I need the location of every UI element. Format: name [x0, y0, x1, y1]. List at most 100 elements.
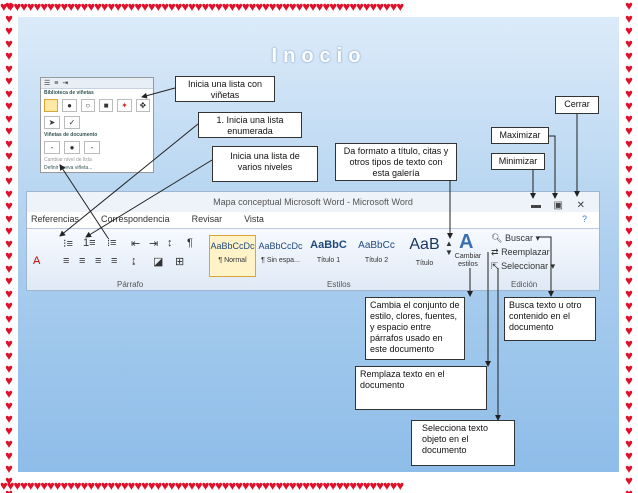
callout-vinetas: Inicia una lista con viñetas: [175, 76, 275, 102]
document-bullets-heading: Viñetas de documento: [44, 132, 98, 138]
arrow-enumerada: [59, 123, 199, 237]
bottom-heart-border: ♥♥♥♥♥♥♥♥♥♥♥♥♥♥♥♥♥♥♥♥♥♥♥♥♥♥♥♥♥♥♥♥♥♥♥♥♥♥♥♥…: [0, 479, 404, 493]
bullet-none-option[interactable]: [44, 99, 59, 112]
increase-indent-icon[interactable]: ⇥: [149, 238, 159, 250]
style-sin-espacio-sample: AaBbCcDc: [258, 241, 303, 251]
style-titulo[interactable]: AaB Título: [401, 235, 448, 277]
group-parrafo-label: Párrafo: [117, 280, 144, 289]
change-styles-label[interactable]: Cambiar estilos: [454, 253, 482, 268]
style-titulo-2-name: Título 2: [364, 257, 389, 264]
shading-icon[interactable]: ◪: [153, 256, 164, 268]
bullet-check-option[interactable]: ✓: [64, 116, 80, 129]
callout-cerrar: Cerrar: [555, 96, 599, 114]
justify-icon[interactable]: ≡: [111, 255, 118, 267]
style-sin-espacio-name: ¶ Sin espa...: [261, 257, 300, 264]
callout-minimizar: Minimizar: [491, 153, 545, 170]
style-titulo-1-sample: AaBbC: [310, 239, 347, 251]
help-icon[interactable]: ?: [581, 214, 587, 224]
callout-busca: Busca texto u otro contenido en el docum…: [504, 297, 596, 341]
style-titulo-1[interactable]: AaBbC Título 1: [305, 235, 352, 277]
bullet-circle-option[interactable]: ○: [80, 99, 95, 112]
tab-correspondencia[interactable]: Correspondencia: [101, 214, 170, 224]
bullet-library-thumbnail: ☰≡⇥ Biblioteca de viñetas ● ○ ■ ✦ ✥ ➤ ✓ …: [40, 77, 154, 173]
close-icon[interactable]: ✕: [576, 200, 585, 211]
bullet-row: ● ○ ■ ✦ ✥: [41, 97, 153, 114]
bullet-library-heading: Biblioteca de viñetas: [44, 90, 94, 96]
buscar-button[interactable]: 🔍︎ Buscar ▾: [491, 233, 540, 243]
arrow-niveles: [85, 159, 213, 238]
document-bullet-row: - ● -: [41, 139, 153, 156]
reemplazar-button[interactable]: ⇄ Reemplazar: [491, 247, 550, 258]
style-titulo-1-name: Título 1: [316, 257, 341, 264]
arrow-bullet-panel: [59, 164, 109, 239]
callout-niveles: Inicia una lista de varios niveles: [212, 146, 318, 182]
bullet-move-option[interactable]: ✥: [135, 99, 150, 112]
style-sin-espacio[interactable]: AaBbCcDc ¶ Sin espa...: [257, 235, 304, 277]
align-center-icon[interactable]: ≡: [79, 255, 86, 267]
sort-icon[interactable]: ↕: [167, 237, 173, 249]
bullets-icon: ☰: [44, 80, 51, 87]
style-titulo-2-sample: AaBbCc: [358, 240, 395, 251]
numbering-icon: ≡: [54, 79, 59, 87]
change-level-item[interactable]: Cambiar nivel de lista: [44, 157, 92, 163]
styles-scroll-icon[interactable]: ▲▼: [445, 239, 453, 257]
borders-icon[interactable]: ⊞: [175, 256, 185, 268]
doc-bullet-dash-2[interactable]: -: [84, 141, 100, 154]
minimize-icon[interactable]: ▬: [531, 200, 541, 211]
numbering-button-icon[interactable]: 1≡: [83, 237, 96, 249]
callout-maximizar: Maximizar: [491, 127, 549, 144]
doc-bullet-dot[interactable]: ●: [64, 141, 80, 154]
multilevel-button-icon[interactable]: ⁞≡: [107, 237, 117, 249]
ribbon-tabs: Referencias Correspondencia Revisar Vist…: [27, 212, 599, 227]
top-heart-border: ♥♥♥♥♥♥♥♥♥♥♥♥♥♥♥♥♥♥♥♥♥♥♥♥♥♥♥♥♥♥♥♥♥♥♥♥♥♥♥♥…: [0, 0, 404, 14]
maximize-icon[interactable]: ▣: [553, 200, 563, 211]
style-normal-sample: AaBbCcDc: [210, 241, 255, 251]
group-estilos-label: Estilos: [327, 280, 351, 289]
group-edicion-label: Edición: [511, 280, 538, 289]
callout-remplaza: Remplaza texto en el documento: [355, 366, 487, 410]
font-color-icon[interactable]: A: [33, 255, 41, 267]
callout-selecciona: Selecciona texto objeto en el documento: [411, 420, 515, 466]
bullet-dot-option[interactable]: ●: [62, 99, 77, 112]
buscar-label: Buscar: [504, 233, 533, 243]
change-styles-icon[interactable]: A: [459, 231, 474, 253]
left-heart-border: ♥ ♥ ♥ ♥ ♥ ♥ ♥ ♥ ♥ ♥ ♥ ♥ ♥ ♥ ♥ ♥ ♥ ♥ ♥ ♥ …: [5, 0, 13, 493]
thumbnail-toolbar: ☰≡⇥: [41, 78, 153, 89]
callout-enumerada-number: 1.: [216, 115, 224, 125]
word-ribbon: Mapa conceptual Microsoft Word - Microso…: [26, 191, 600, 291]
decrease-indent-icon[interactable]: ⇤: [131, 238, 141, 250]
align-right-icon[interactable]: ≡: [95, 255, 102, 267]
window-title: Mapa conceptual Microsoft Word - Microso…: [213, 197, 413, 207]
indent-icon: ⇥: [62, 80, 69, 87]
bullet-row-2: ➤ ✓: [41, 114, 153, 131]
align-left-icon[interactable]: ≡: [63, 255, 70, 267]
bullets-button-icon[interactable]: ⁝≡: [63, 238, 73, 250]
doc-bullet-dash[interactable]: -: [44, 141, 60, 154]
style-titulo-sample: AaB: [409, 236, 440, 253]
bullet-square-option[interactable]: ■: [98, 99, 114, 112]
bullet-diamond-option[interactable]: ✦: [117, 99, 132, 112]
replace-icon: ⇄: [491, 247, 499, 257]
reemplazar-label: Reemplazar: [501, 247, 550, 257]
tab-revisar[interactable]: Revisar: [191, 214, 223, 224]
callout-cambia: Cambia el conjunto de estilo, clores, fu…: [365, 297, 465, 360]
tab-referencias[interactable]: Referencias: [31, 214, 80, 224]
callout-formato: Da formato a título, citas y otros tipos…: [335, 143, 457, 181]
select-icon: ⇱: [491, 261, 499, 271]
tab-vista[interactable]: Vista: [244, 214, 264, 224]
style-normal-name: ¶ Normal: [218, 257, 247, 264]
pilcrow-icon[interactable]: ¶: [187, 237, 193, 249]
style-titulo-2[interactable]: AaBbCc Título 2: [353, 235, 400, 277]
seleccionar-button[interactable]: ⇱ Seleccionar ▾: [491, 261, 556, 271]
bullet-arrow-option[interactable]: ➤: [44, 116, 60, 129]
seleccionar-label: Seleccionar: [501, 261, 549, 271]
arrow-vinetas: [141, 87, 176, 99]
arrow-maximizar: [549, 135, 558, 199]
style-normal[interactable]: AaBbCcDc ¶ Normal: [209, 235, 256, 277]
style-titulo-name: Título: [415, 260, 434, 267]
define-bullet-item[interactable]: Definir nueva viñeta...: [44, 165, 93, 171]
right-heart-border: ♥ ♥ ♥ ♥ ♥ ♥ ♥ ♥ ♥ ♥ ♥ ♥ ♥ ♥ ♥ ♥ ♥ ♥ ♥ ♥ …: [625, 0, 633, 493]
slide-title: Inocio: [271, 45, 367, 67]
line-spacing-icon[interactable]: ↨: [131, 255, 137, 267]
